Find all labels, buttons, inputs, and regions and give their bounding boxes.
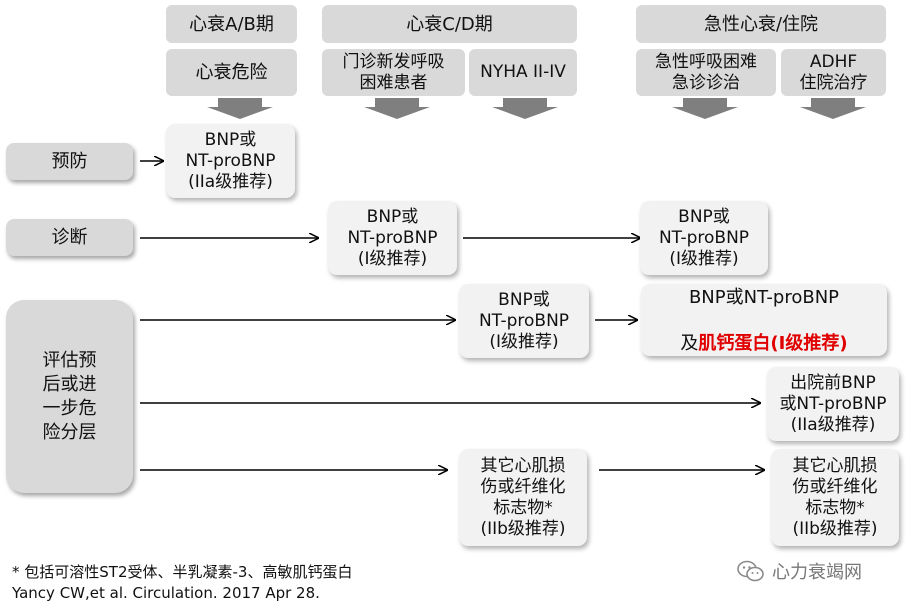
subheader-outpatient-line1: 门诊新发呼吸 <box>342 51 445 72</box>
subheader-risk: 心衰危险 <box>166 49 297 96</box>
header-acute: 急性心衰/住院 <box>636 5 886 43</box>
down-arrow-outpatient <box>364 98 430 119</box>
subheader-adhf-line2: 住院治疗 <box>799 72 868 93</box>
subheader-outpatient: 门诊新发呼吸 困难患者 <box>322 49 465 96</box>
node-prevention-bnp: BNP或 NT-proBNP (IIa级推荐) <box>166 124 295 198</box>
subheader-acute-er: 急性呼吸困难 急诊诊治 <box>636 49 776 96</box>
down-arrow-acute-er <box>672 98 738 119</box>
node-diag-cd-bnp: BNP或 NT-proBNP (I级推荐) <box>328 201 457 275</box>
footnote-note: * 包括可溶性ST2受体、半乳凝素-3、高敏肌钙蛋白 <box>12 563 353 581</box>
node-assess-acute-prefix: 及 <box>680 332 699 354</box>
subheader-acute-er-line1: 急性呼吸困难 <box>655 51 757 72</box>
node-assess-cd-bnp: BNP或 NT-proBNP (I级推荐) <box>459 284 589 358</box>
down-arrow-risk <box>207 98 273 119</box>
header-stage-ab: 心衰A/B期 <box>166 5 297 43</box>
node-assess-acute: BNP或NT-proBNP 及肌钙蛋白(I级推荐) <box>641 284 887 356</box>
node-discharge-bnp: 出院前BNP 或NT-proBNP (IIa级推荐) <box>767 367 899 441</box>
subheader-nyha: NYHA II-IV <box>469 49 577 96</box>
watermark: 心力衰竭网 <box>736 558 862 584</box>
row-prevention: 预防 <box>6 143 133 180</box>
header-stage-cd: 心衰C/D期 <box>322 5 577 43</box>
footnote-citation: Yancy CW,et al. Circulation. 2017 Apr 28… <box>12 584 320 602</box>
node-assess-acute-highlight: 肌钙蛋白(I级推荐) <box>698 332 848 354</box>
node-assess-acute-line1: BNP或NT-proBNP <box>688 286 840 308</box>
subheader-acute-er-line2: 急诊诊治 <box>672 72 740 93</box>
row-diagnosis: 诊断 <box>6 219 133 256</box>
row-assessment: 评估预 后或进 一步危 险分层 <box>6 300 133 493</box>
subheader-adhf: ADHF 住院治疗 <box>781 49 886 96</box>
subheader-adhf-line1: ADHF <box>809 51 858 72</box>
wechat-icon <box>737 560 764 582</box>
node-other-cd: 其它心肌损 伤或纤维化 标志物* (IIb级推荐) <box>459 449 587 546</box>
node-other-acute: 其它心肌损 伤或纤维化 标志物* (IIb级推荐) <box>771 449 899 546</box>
node-diag-acute-bnp: BNP或 NT-proBNP (I级推荐) <box>640 201 768 275</box>
node-assess-acute-line2: 及肌钙蛋白(I级推荐) <box>680 309 847 355</box>
down-arrow-adhf <box>800 98 866 119</box>
watermark-text: 心力衰竭网 <box>772 562 862 583</box>
subheader-outpatient-line2: 困难患者 <box>359 72 428 93</box>
down-arrow-nyha <box>492 98 558 119</box>
